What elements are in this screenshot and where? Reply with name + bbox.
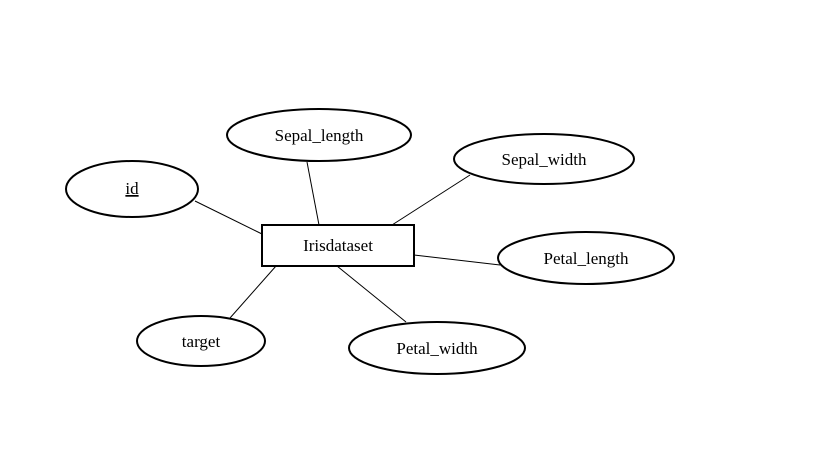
attribute-id-ellipse — [65, 160, 199, 218]
attribute-petal-length-ellipse — [497, 231, 675, 285]
attribute-petal-width-label: Petal_width — [396, 339, 478, 358]
entity-box — [261, 224, 415, 267]
attribute-petal-width: Petal_width — [348, 321, 526, 375]
attribute-id: id — [65, 160, 199, 218]
attribute-petal-width-ellipse — [348, 321, 526, 375]
attribute-sepal-width-ellipse — [453, 133, 635, 185]
attribute-sepal-length-ellipse — [226, 108, 412, 162]
attribute-sepal-width-label: Sepal_width — [502, 150, 587, 169]
connector-sepal-width — [391, 174, 471, 226]
entity-label: Irisdataset — [303, 236, 373, 255]
connector-petal-width — [336, 265, 407, 323]
attribute-sepal-width: Sepal_width — [453, 133, 635, 185]
attribute-petal-length: Petal_length — [497, 231, 675, 285]
connector-sepal-length — [306, 161, 320, 226]
attribute-target-ellipse — [136, 315, 266, 367]
connector-target — [229, 265, 277, 319]
attribute-target: target — [136, 315, 266, 367]
attribute-sepal-length: Sepal_length — [226, 108, 412, 162]
connector-id — [194, 200, 263, 235]
attribute-id-label: id — [125, 179, 139, 198]
attribute-petal-length-label: Petal_length — [544, 249, 629, 268]
attribute-target-label: target — [182, 332, 221, 351]
connector-petal-length — [413, 254, 501, 266]
attribute-sepal-length-label: Sepal_length — [275, 126, 364, 145]
entity-irisdataset: Irisdataset — [261, 224, 415, 267]
